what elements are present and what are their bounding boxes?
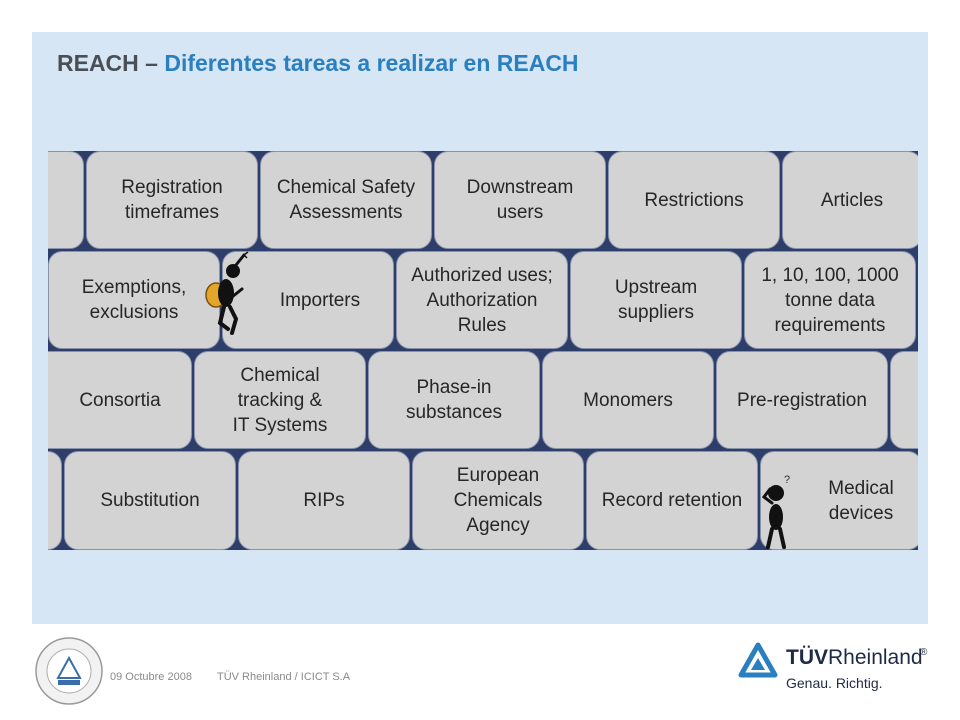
brick-edge (48, 151, 84, 249)
slide-title: REACH – Diferentes tareas a realizar en … (57, 50, 579, 77)
title-accent: Diferentes tareas a realizar en REACH (164, 50, 579, 76)
logo-registered-mark: ® (920, 647, 928, 658)
brick-tonnage-data-requirements: 1, 10, 100, 1000 tonne data requirements (744, 251, 916, 349)
footer-date: 09 Octubre 2008 (110, 671, 192, 683)
tuv-rheinland-logo: TÜVRheinland ® Genau. Richtig. (736, 640, 936, 696)
brick-phase-in-substances: Phase-in substances (368, 351, 540, 449)
brick-edge (890, 351, 918, 449)
brick-pre-registration: Pre-registration (716, 351, 888, 449)
title-prefix: REACH – (57, 50, 165, 76)
logo-tagline: Genau. Richtig. (786, 675, 883, 691)
brick-authorized-uses: Authorized uses; Authorization Rules (396, 251, 568, 349)
brick-monomers: Monomers (542, 351, 714, 449)
svg-text:?: ? (784, 474, 790, 486)
brick-medical-devices: Medical devices (760, 451, 918, 550)
brick-restrictions: Restrictions (608, 151, 780, 249)
brick-rips: RIPs (238, 451, 410, 550)
brick-importers: Importers (222, 251, 394, 349)
brick-upstream-suppliers: Upstream suppliers (570, 251, 742, 349)
brick-substitution: Substitution (64, 451, 236, 550)
tuv-seal-icon (35, 637, 103, 705)
brick-record-retention: Record retention (586, 451, 758, 550)
footer-organization: TÜV Rheinland / ICICT S.A (217, 671, 351, 683)
brick-edge (48, 451, 62, 550)
brick-wall: Registration timeframes Chemical Safety … (48, 151, 918, 550)
brick-chemical-safety-assessments: Chemical Safety Assessments (260, 151, 432, 249)
brick-european-chemicals-agency: European Chemicals Agency (412, 451, 584, 550)
brick-consortia: Consortia (48, 351, 192, 449)
thinking-figure-icon: ? (761, 474, 790, 549)
tuv-triangle-icon (738, 642, 778, 678)
brick-registration-timeframes: Registration timeframes (86, 151, 258, 249)
brick-chemical-tracking-it: Chemical tracking & IT Systems (194, 351, 366, 449)
brick-downstream-users: Downstream users (434, 151, 606, 249)
brick-articles: Articles (782, 151, 918, 249)
logo-name: TÜVRheinland (786, 646, 923, 669)
brick-exemptions-exclusions: Exemptions, exclusions (48, 251, 220, 349)
climber-figure-icon (205, 251, 249, 335)
